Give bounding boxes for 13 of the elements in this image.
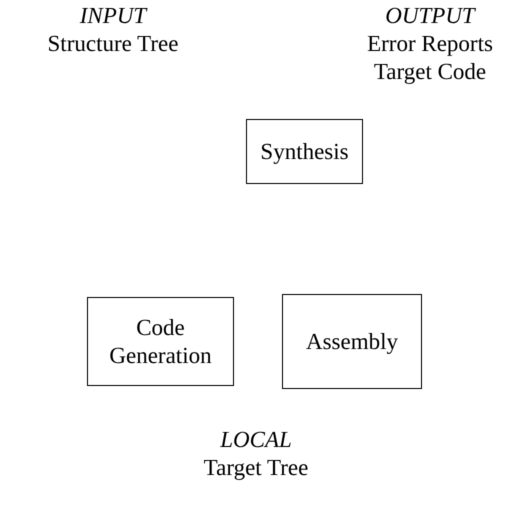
item-label: Target Tree	[204, 454, 308, 482]
box-label: Assembly	[306, 328, 398, 356]
process-box	[282, 294, 422, 389]
section-heading: OUTPUT	[385, 2, 475, 30]
item-label: Error Reports	[367, 30, 493, 58]
process-box	[87, 297, 234, 386]
box-label: Code Generation	[108, 314, 213, 370]
item-label: Structure Tree	[48, 30, 178, 58]
section-heading: INPUT	[80, 2, 146, 30]
item-label: Target Code	[374, 58, 486, 86]
box-label: Synthesis	[260, 138, 349, 166]
section-heading: LOCAL	[220, 426, 292, 454]
process-box	[246, 119, 363, 184]
